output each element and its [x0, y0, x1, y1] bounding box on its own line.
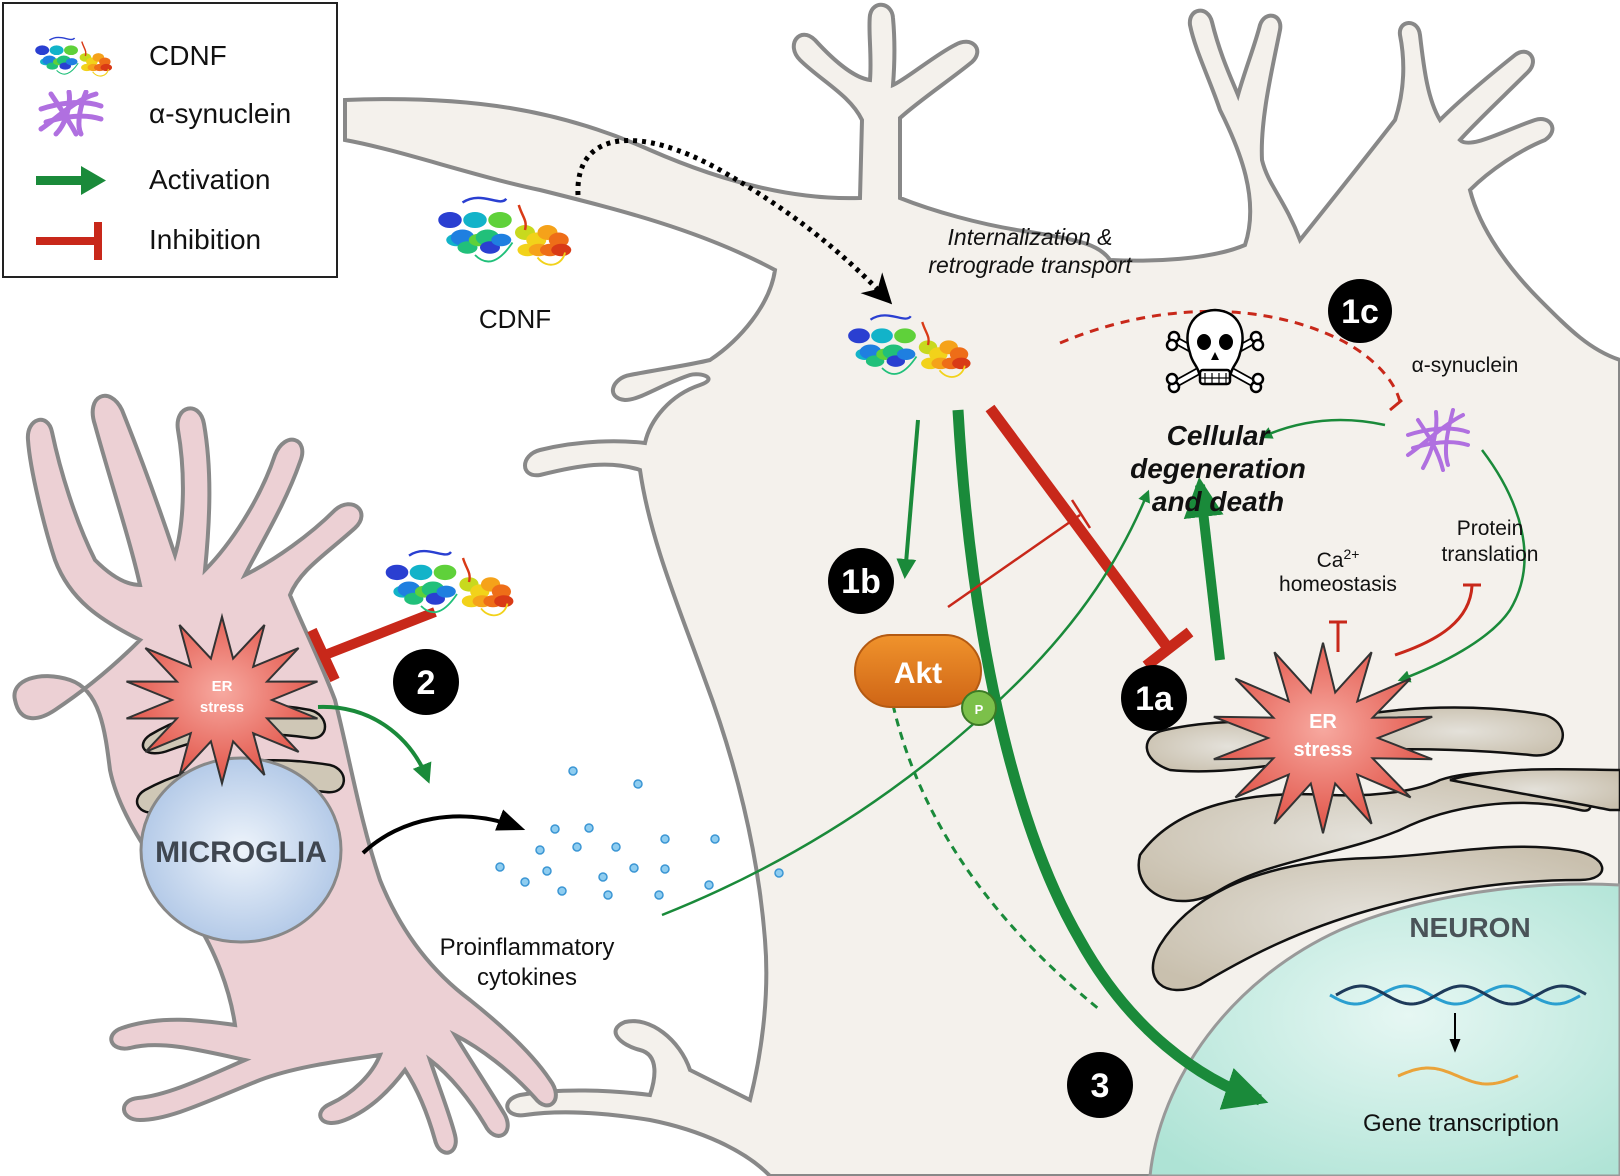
- phosphate-label: P: [975, 702, 984, 717]
- cdnf-gene-transcription-arrow: [952, 409, 1269, 1110]
- badge-1b-text: 1b: [841, 563, 881, 601]
- death-label-line2: degeneration: [1130, 453, 1306, 484]
- microglia-er-stress-label-2: stress: [200, 699, 244, 716]
- cytokine-particle: [495, 862, 505, 872]
- mrna-strand-icon: [1397, 1066, 1519, 1086]
- cytokine-particle: [774, 868, 784, 878]
- microglia-er-stress-label-1: ER: [212, 678, 233, 695]
- badge-1a: 1a: [1121, 665, 1187, 731]
- alpha-synuclein-label: α-synuclein: [1412, 354, 1519, 377]
- phosphate-icon: [961, 690, 997, 726]
- legend-item-inhibition: Inhibition: [4, 212, 336, 268]
- cytokine-particle: [629, 863, 639, 873]
- er-stress-protein-inhibition: [1394, 583, 1481, 657]
- cytokine-particle: [520, 877, 530, 887]
- cytokine-particle: [603, 890, 613, 900]
- ca-label: Ca: [1317, 549, 1344, 572]
- internalization-dotted-arrow: [575, 138, 893, 305]
- badge-2-text: 2: [417, 664, 436, 702]
- microglia-nucleus: MICROGLIA: [139, 756, 343, 944]
- cytokine-particle: [704, 880, 714, 890]
- cytokine-particle: [598, 872, 608, 882]
- alpha-synuclein-icon: [38, 90, 104, 137]
- badge-3: 3: [1067, 1052, 1133, 1118]
- cytokine-particle: [660, 834, 670, 844]
- cytokine-particles: [495, 766, 784, 900]
- neuron-label: NEURON: [1409, 912, 1530, 943]
- cdnf-asyn-dashed-inhibition: [1059, 309, 1403, 412]
- skull-crossbones-icon: [1165, 308, 1265, 394]
- asyn-death-arrow: [1259, 418, 1386, 439]
- activation-arrow-icon: [36, 166, 106, 195]
- protein-translation-line1: Protein: [1457, 517, 1524, 540]
- legend-item-cdnf: CDNF: [4, 28, 336, 84]
- legend-label-cdnf: CDNF: [149, 40, 227, 71]
- cytokine-particle: [550, 824, 560, 834]
- cytokine-particle: [660, 864, 670, 874]
- er-stress-ca-inhibition: [1329, 620, 1347, 652]
- legend-label-activation: Activation: [149, 164, 271, 195]
- akt-death-inhibition: [947, 499, 1092, 609]
- cytokine-particle: [542, 866, 552, 876]
- er-stress-death-arrow: [1183, 477, 1225, 661]
- alpha-synuclein-icon: [1406, 408, 1470, 472]
- cdnf-akt-activation-arrow: [896, 419, 920, 579]
- internalization-label-line1: Internalization &: [948, 224, 1113, 250]
- microglia-er-stress-burst: ER stress: [126, 612, 318, 788]
- death-label-line3: and death: [1152, 486, 1284, 517]
- nucleus-cytokine-release-arrow: [361, 809, 526, 855]
- neuron-er-stress-label-1: ER: [1309, 711, 1337, 733]
- legend-item-activation: Activation: [4, 152, 336, 208]
- cytokine-particle: [633, 779, 643, 789]
- cdnf-protein-icon: [35, 36, 113, 77]
- dna-double-helix-icon: [1329, 984, 1587, 1006]
- cytokine-particle: [572, 842, 582, 852]
- microglia-er-cytokine-arrow: [317, 704, 432, 784]
- microglia-cdnf-er-inhibition: [307, 607, 437, 683]
- badge-1a-text: 1a: [1135, 680, 1174, 718]
- cytokine-particle: [535, 845, 545, 855]
- akt-kinase: Akt P: [854, 634, 997, 726]
- badge-3-text: 3: [1091, 1067, 1110, 1105]
- protein-translation-line2: translation: [1442, 543, 1539, 566]
- cdnf-er-stress-inhibition: [985, 404, 1194, 671]
- neuron-er-stress-label-2: stress: [1294, 739, 1353, 761]
- cytokine-particle: [557, 886, 567, 896]
- cytokine-particle: [654, 890, 664, 900]
- legend: CDNF α-synuclein Activation Inhibition: [2, 2, 338, 278]
- cdnf-protein-internalized: [848, 314, 971, 378]
- cytokines-label-line1: Proinflammatory: [440, 934, 615, 961]
- internalization-label-line2: retrograde transport: [928, 252, 1133, 278]
- akt-label: Akt: [894, 657, 942, 690]
- ca-superscript: 2+: [1343, 546, 1359, 562]
- cytokine-particle: [568, 766, 578, 776]
- microglia-label: MICROGLIA: [155, 836, 327, 869]
- legend-label-inhibition: Inhibition: [149, 224, 262, 255]
- legend-item-alpha-synuclein: α-synuclein: [4, 86, 336, 142]
- death-label-line1: Cellular: [1167, 420, 1272, 451]
- cytokine-particle: [611, 842, 621, 852]
- cytokine-particle: [584, 823, 594, 833]
- akt-gene-dotted-arrow: [891, 704, 1101, 1012]
- asyn-er-stress-arrow: [1397, 449, 1526, 683]
- ca-homeostasis-line2: homeostasis: [1279, 573, 1397, 596]
- badge-1c: 1c: [1328, 279, 1392, 343]
- badge-1c-text: 1c: [1341, 293, 1379, 331]
- badge-2: 2: [393, 649, 459, 715]
- legend-label-alpha-synuclein: α-synuclein: [149, 98, 292, 129]
- gene-transcription-label: Gene transcription: [1363, 1110, 1559, 1137]
- badge-1b: 1b: [828, 548, 894, 614]
- ca-homeostasis-line1: Ca2+: [1317, 546, 1360, 572]
- cdnf-extracellular-label: CDNF: [479, 304, 551, 334]
- cytokines-death-arrow: [661, 489, 1150, 917]
- cdnf-protein-microglia: [385, 549, 514, 617]
- cytokines-label-line2: cytokines: [477, 964, 577, 991]
- cytokine-particle: [710, 834, 720, 844]
- neuron-er-stress-burst: ER stress: [1213, 642, 1433, 834]
- inhibition-bar-icon: [36, 222, 102, 260]
- cdnf-protein-extracellular: [438, 196, 572, 266]
